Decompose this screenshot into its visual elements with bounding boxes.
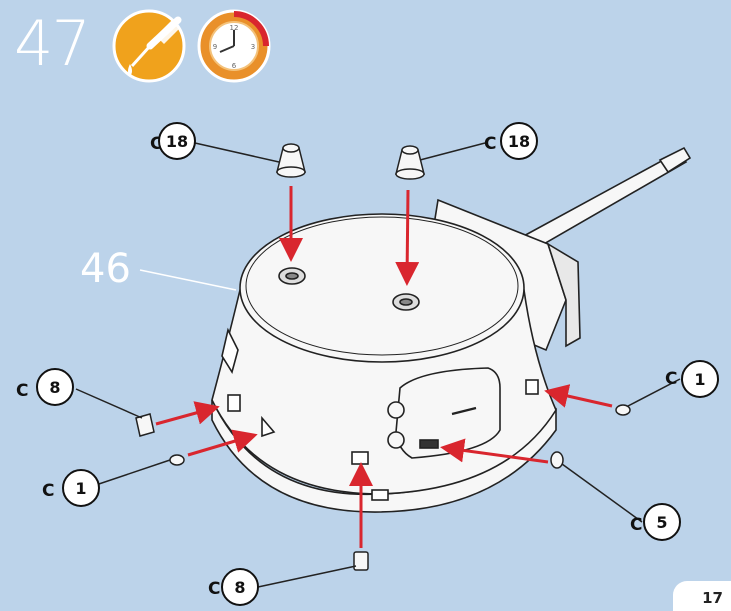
svg-text:5: 5: [656, 513, 667, 532]
part-c18-right: [396, 146, 424, 179]
callout-c5: C 5: [630, 504, 680, 540]
part-c8-bottom: [354, 552, 368, 570]
arrow-c8-left: [156, 408, 214, 424]
hatch-bolt-top: [388, 402, 404, 418]
glue-icon: [114, 11, 184, 81]
callout-c1-left: C 1: [42, 470, 99, 506]
callout-c8-bottom: C 8: [208, 569, 258, 605]
part-label-leader: [140, 270, 236, 290]
page-number: 17: [702, 589, 723, 607]
hatch-bolt-bottom: [388, 432, 404, 448]
callout-c18-right: C 18: [484, 123, 537, 159]
part-c5: [551, 452, 563, 468]
arrow-c18-right: [407, 190, 408, 280]
part-c1-right: [616, 405, 630, 415]
svg-text:C: C: [208, 579, 220, 599]
turret-top: [240, 214, 524, 362]
side-bracket-right: [526, 380, 538, 394]
hatch-slot: [420, 440, 438, 448]
gun-barrel: [520, 148, 690, 252]
svg-text:C: C: [665, 369, 677, 389]
part-c18-left: [277, 144, 305, 177]
svg-text:C: C: [42, 481, 54, 501]
svg-text:18: 18: [508, 132, 530, 151]
svg-text:1: 1: [694, 370, 705, 389]
front-socket: [352, 452, 368, 464]
clock-mark-3: 3: [251, 43, 255, 51]
callout-c18-left: C 18: [150, 123, 195, 159]
clock-icon: 12 3 6 9: [199, 11, 269, 81]
clock-mark-12: 12: [230, 24, 239, 32]
svg-text:8: 8: [49, 378, 60, 397]
svg-text:18: 18: [166, 132, 188, 151]
part-c1-left: [170, 455, 184, 465]
turret-assembly: [212, 148, 690, 512]
svg-text:8: 8: [234, 578, 245, 597]
callout-c1-right: C 1: [665, 361, 718, 397]
part-label-46: 46: [80, 246, 131, 292]
svg-text:C: C: [484, 134, 496, 154]
side-bracket-left: [228, 395, 240, 411]
svg-text:C: C: [16, 381, 28, 401]
svg-text:C: C: [630, 515, 642, 535]
callout-c8-left: C 8: [16, 369, 73, 405]
arrow-c1-right: [550, 392, 612, 406]
svg-text:1: 1: [75, 479, 86, 498]
clock-mark-9: 9: [213, 43, 217, 51]
clock-mark-6: 6: [232, 62, 237, 70]
